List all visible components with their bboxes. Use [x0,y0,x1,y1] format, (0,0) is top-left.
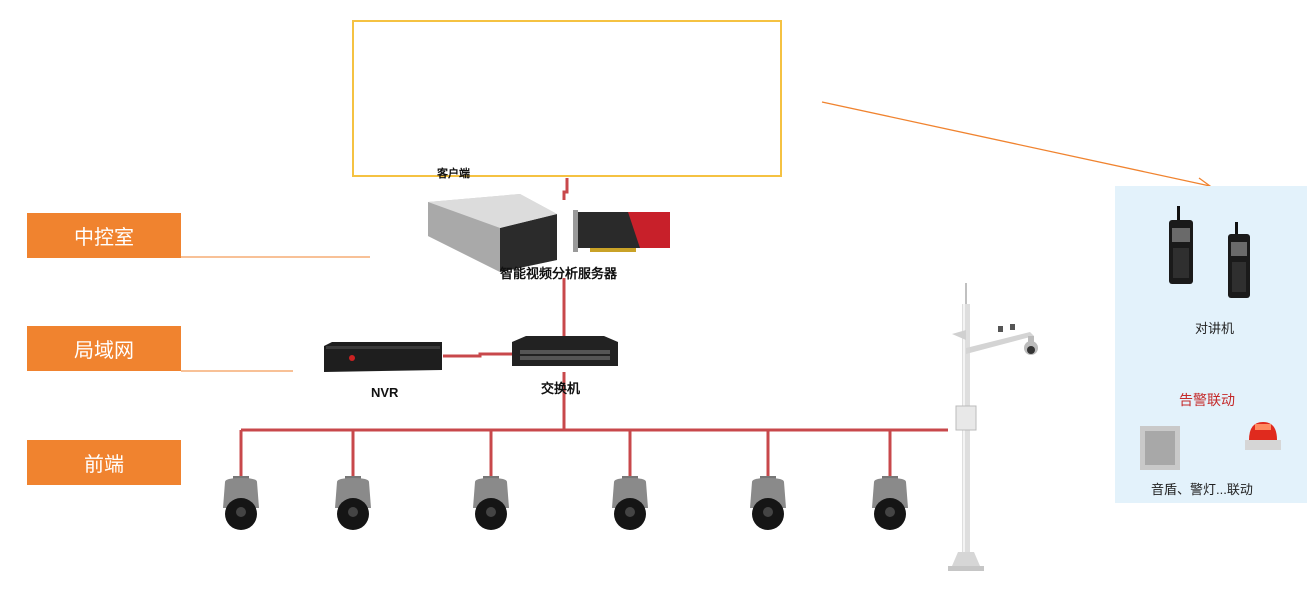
tier-lan: 局域网 [27,326,181,371]
network-switch-icon [512,336,618,366]
nvr-icon [324,342,442,372]
alarm-devices-label: 音盾、警灯...联动 [1151,482,1253,497]
alarm-label: 告警联动 [1179,392,1235,408]
dome-camera-icon [223,476,259,530]
network-links [239,178,948,478]
dome-camera-icon [750,476,786,530]
camera-pole-icon [948,283,1038,571]
server-label: 智能视频分析服务器 [500,266,618,281]
radio-devices [1140,206,1281,470]
dome-camera-icon [473,476,509,530]
radio-label: 对讲机 [1195,321,1235,336]
client-box [352,20,782,177]
radio-icon [1169,206,1193,284]
linkage-panel: 对讲机 告警联动 音盾、警灯...联动 [1115,186,1307,503]
client-label: 客户端 [437,168,470,180]
dome-camera-icon [872,476,908,530]
nvr-label: NVR [371,385,399,400]
arrow-line [821,101,1211,187]
radio-icon [1228,222,1250,298]
warning-light-icon [1245,422,1281,450]
tier-front-end: 前端 [27,440,181,485]
server-icon [428,194,557,272]
switch-label: 交换机 [541,381,581,396]
gpu-card-icon [573,210,670,252]
speaker-icon [1140,426,1180,470]
tier-control-room: 中控室 [27,213,181,258]
cameras [223,476,908,530]
dome-camera-icon [335,476,371,530]
dome-camera-icon [612,476,648,530]
